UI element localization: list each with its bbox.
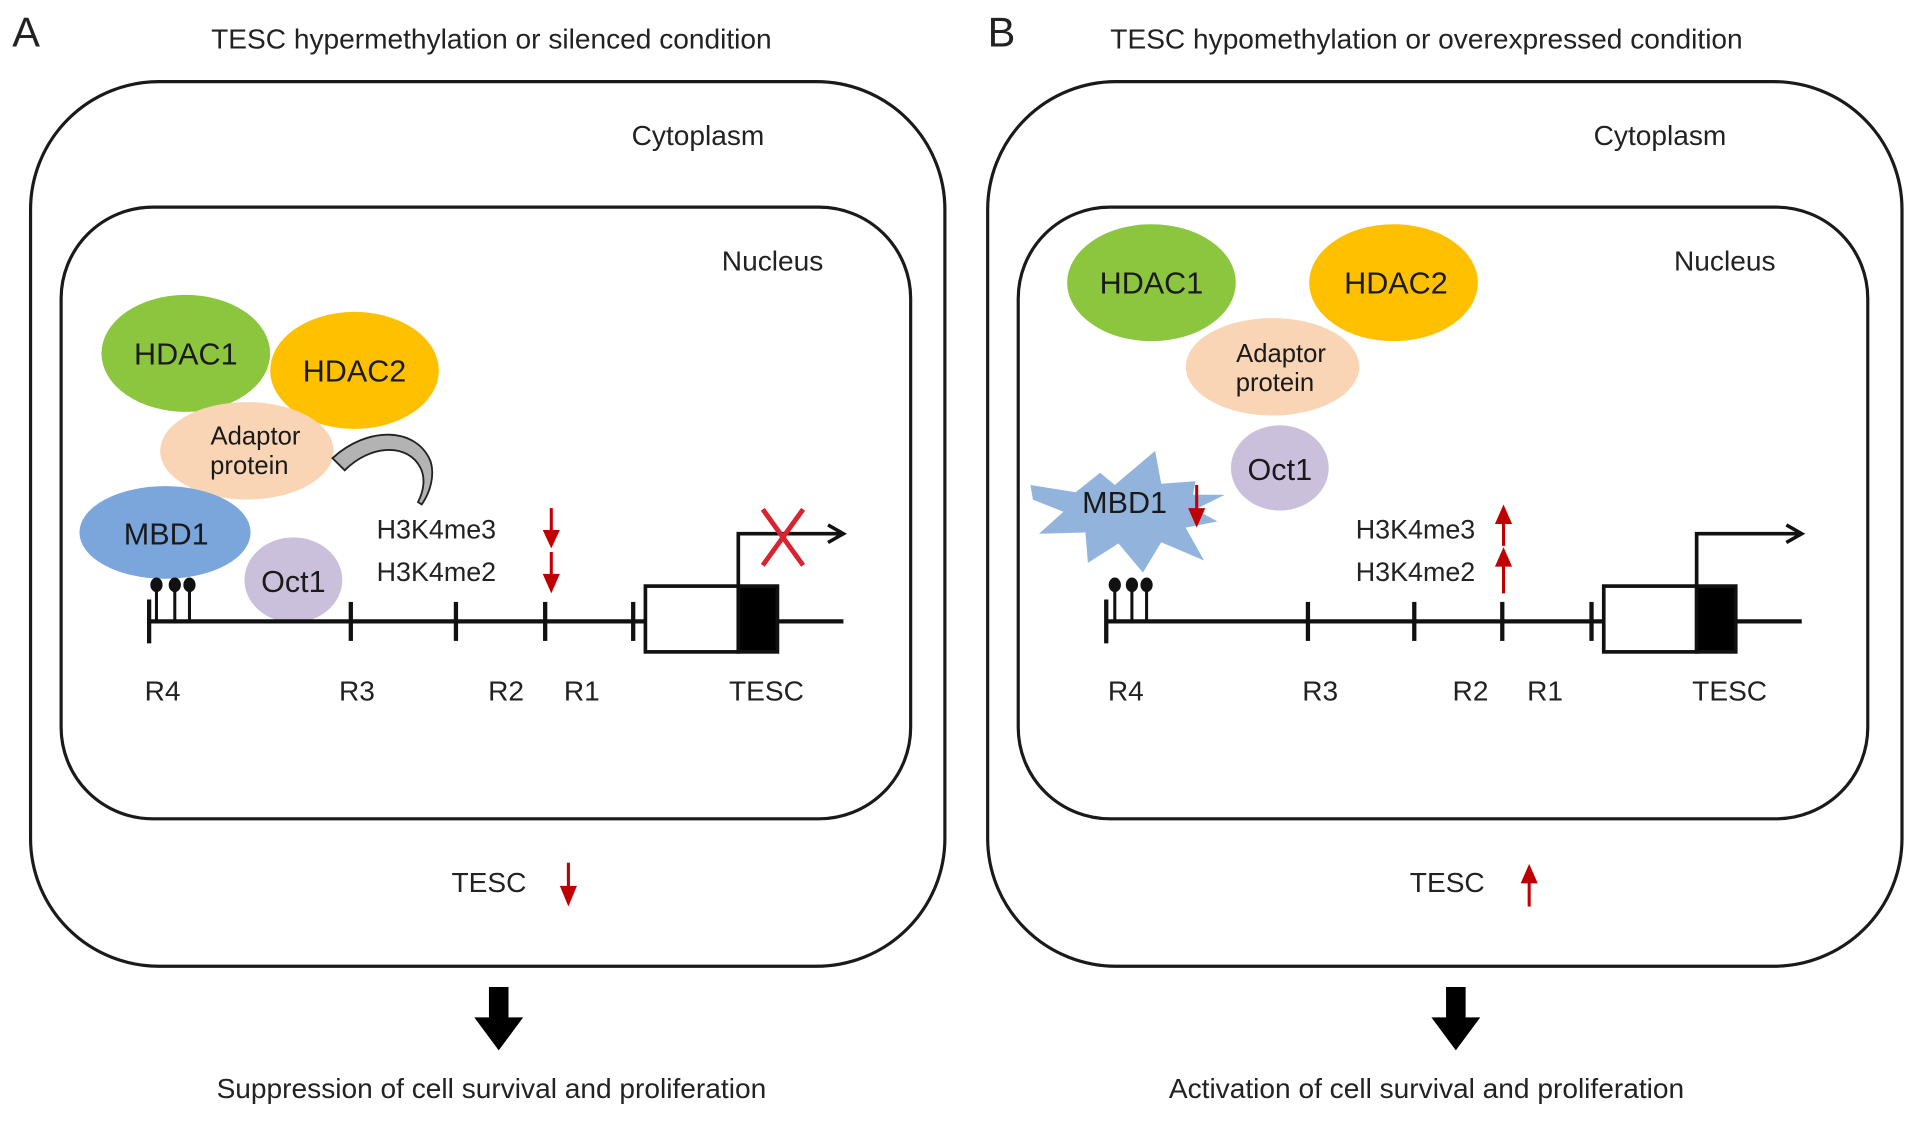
mbd1-label: MBD1 xyxy=(124,518,209,552)
adaptor-label-line1: Adaptor xyxy=(211,423,301,451)
cell-membrane xyxy=(986,80,1904,968)
hdac2-protein xyxy=(1309,224,1478,342)
recruitment-arrow-icon xyxy=(331,433,434,506)
outcome-text: Activation of cell survival and prolifer… xyxy=(1169,1073,1684,1104)
panel-title: TESC hypomethylation or overexpressed co… xyxy=(1110,24,1742,55)
hdac2-label: HDAC2 xyxy=(1344,267,1448,301)
region-label-r2: R2 xyxy=(488,676,524,707)
methylation-marks-icon xyxy=(150,577,196,622)
hdac2-protein xyxy=(270,311,439,429)
region-label-r4: R4 xyxy=(1108,676,1144,707)
adaptor-protein xyxy=(1185,318,1360,416)
gene-label: TESC xyxy=(1692,676,1767,707)
histone-mark-label: H3K4me2 xyxy=(1356,557,1476,587)
hdac1-label: HDAC1 xyxy=(1100,267,1204,301)
nucleus-label: Nucleus xyxy=(722,246,823,277)
region-label-r4: R4 xyxy=(145,676,181,707)
gene-label: TESC xyxy=(729,676,804,707)
hdac1-label: HDAC1 xyxy=(134,337,238,371)
tesc-level-label: TESC xyxy=(1410,867,1485,898)
methylation-marks-icon xyxy=(1108,577,1153,622)
adaptor-protein xyxy=(160,402,334,500)
cell-membrane xyxy=(28,80,947,968)
gene-box-utr xyxy=(1601,584,1699,654)
histone-mark-label: H3K4me3 xyxy=(377,515,497,545)
outcome-text: Suppression of cell survival and prolife… xyxy=(217,1073,767,1104)
mbd1-protein xyxy=(79,486,251,579)
transcription-arrow-icon xyxy=(1694,523,1806,587)
adaptor-label-line2: protein xyxy=(1236,369,1314,397)
panel-b: B TESC hypomethylation or overexpressed … xyxy=(986,8,1904,1104)
down-arrow-icon xyxy=(559,862,577,907)
up-arrow-icon xyxy=(1494,504,1513,546)
region-label-r3: R3 xyxy=(339,676,375,707)
region-label-r1: R1 xyxy=(1527,676,1563,707)
hdac2-label: HDAC2 xyxy=(303,354,407,388)
up-arrow-icon xyxy=(1520,863,1538,907)
oct1-protein xyxy=(1230,425,1329,511)
cytoplasm-label: Cytoplasm xyxy=(632,120,765,151)
mbd1-label: MBD1 xyxy=(1082,486,1167,520)
mbd1-protein-burst xyxy=(1030,450,1225,573)
down-arrow-icon xyxy=(542,508,560,549)
nuclear-membrane xyxy=(1016,205,1870,821)
region-label-r2: R2 xyxy=(1453,676,1489,707)
histone-mark-label: H3K4me3 xyxy=(1356,515,1476,545)
panel-title: TESC hypermethylation or silenced condit… xyxy=(211,24,772,55)
histone-mark-label: H3K4me2 xyxy=(377,557,497,587)
adaptor-label-line1: Adaptor xyxy=(1236,340,1326,368)
up-arrow-icon xyxy=(1494,547,1513,594)
tesc-level-label: TESC xyxy=(451,867,526,898)
panel-letter: B xyxy=(988,8,1016,55)
oct1-protein xyxy=(244,537,343,623)
outcome-arrow-icon xyxy=(474,986,524,1051)
gene-box-exon xyxy=(1694,584,1738,654)
transcription-arrow-icon xyxy=(736,523,847,587)
region-label-r1: R1 xyxy=(564,676,600,707)
outcome-arrow-icon xyxy=(1431,986,1481,1051)
oct1-label: Oct1 xyxy=(261,565,326,599)
oct1-label: Oct1 xyxy=(1248,453,1313,487)
cytoplasm-label: Cytoplasm xyxy=(1594,120,1727,151)
hdac1-protein xyxy=(1067,224,1236,342)
nucleus-label: Nucleus xyxy=(1674,246,1775,277)
nuclear-membrane xyxy=(59,205,913,821)
region-label-r3: R3 xyxy=(1302,676,1338,707)
gene-box-utr xyxy=(643,584,741,654)
hdac1-protein xyxy=(101,294,271,412)
blocked-x-icon xyxy=(760,507,806,567)
down-arrow-icon xyxy=(542,551,560,594)
down-arrow-icon xyxy=(1188,484,1206,528)
adaptor-label-line2: protein xyxy=(210,452,288,480)
panel-letter: A xyxy=(12,8,40,55)
panel-a: A TESC hypermethylation or silenced cond… xyxy=(12,8,947,1104)
gene-box-exon xyxy=(736,584,780,654)
